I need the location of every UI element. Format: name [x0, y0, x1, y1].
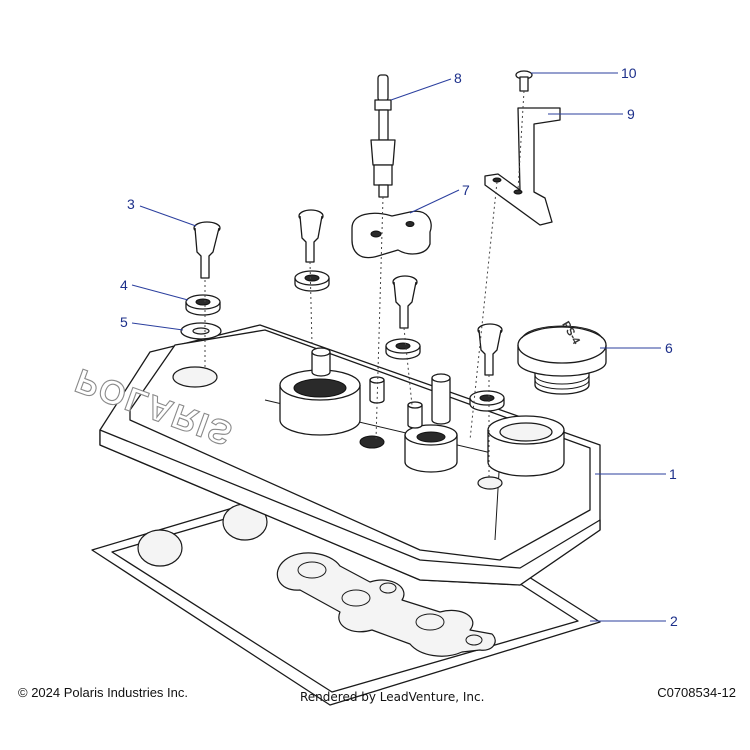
callout-6: 6 — [665, 340, 673, 356]
callout-5: 5 — [120, 314, 128, 330]
callout-1: 1 — [669, 466, 677, 482]
callout-7: 7 — [462, 182, 470, 198]
grommet-part-b — [294, 270, 330, 292]
callout-3: 3 — [127, 196, 135, 212]
screw-part — [515, 70, 533, 92]
oil-fill-cap-part: PS-4 — [517, 319, 607, 395]
bracket-part — [484, 107, 561, 226]
washer-part — [180, 322, 222, 340]
breather-fitting-part — [370, 74, 396, 198]
callout-8: 8 — [454, 70, 462, 86]
diagram-id-text: C0708534-12 — [657, 685, 736, 700]
grommet-part-d — [469, 390, 505, 412]
callout-2: 2 — [670, 613, 678, 629]
callout-4: 4 — [120, 277, 128, 293]
grommet-part — [185, 294, 221, 316]
grommet-part-c — [385, 338, 421, 360]
copyright-text: © 2024 Polaris Industries Inc. — [18, 685, 188, 700]
cap-plate-part — [351, 210, 432, 259]
callout-9: 9 — [627, 106, 635, 122]
bolt-part-b — [298, 209, 324, 263]
assembly-dash-lines — [204, 90, 525, 480]
callout-leaders — [131, 72, 666, 622]
callout-labels: 1 2 3 4 5 6 7 8 9 10 — [120, 65, 678, 629]
bolt-part-c — [392, 275, 418, 329]
rendered-by-text: Rendered by LeadVenture, Inc. — [300, 690, 485, 704]
bolt-part — [193, 221, 221, 279]
callout-10: 10 — [621, 65, 637, 81]
